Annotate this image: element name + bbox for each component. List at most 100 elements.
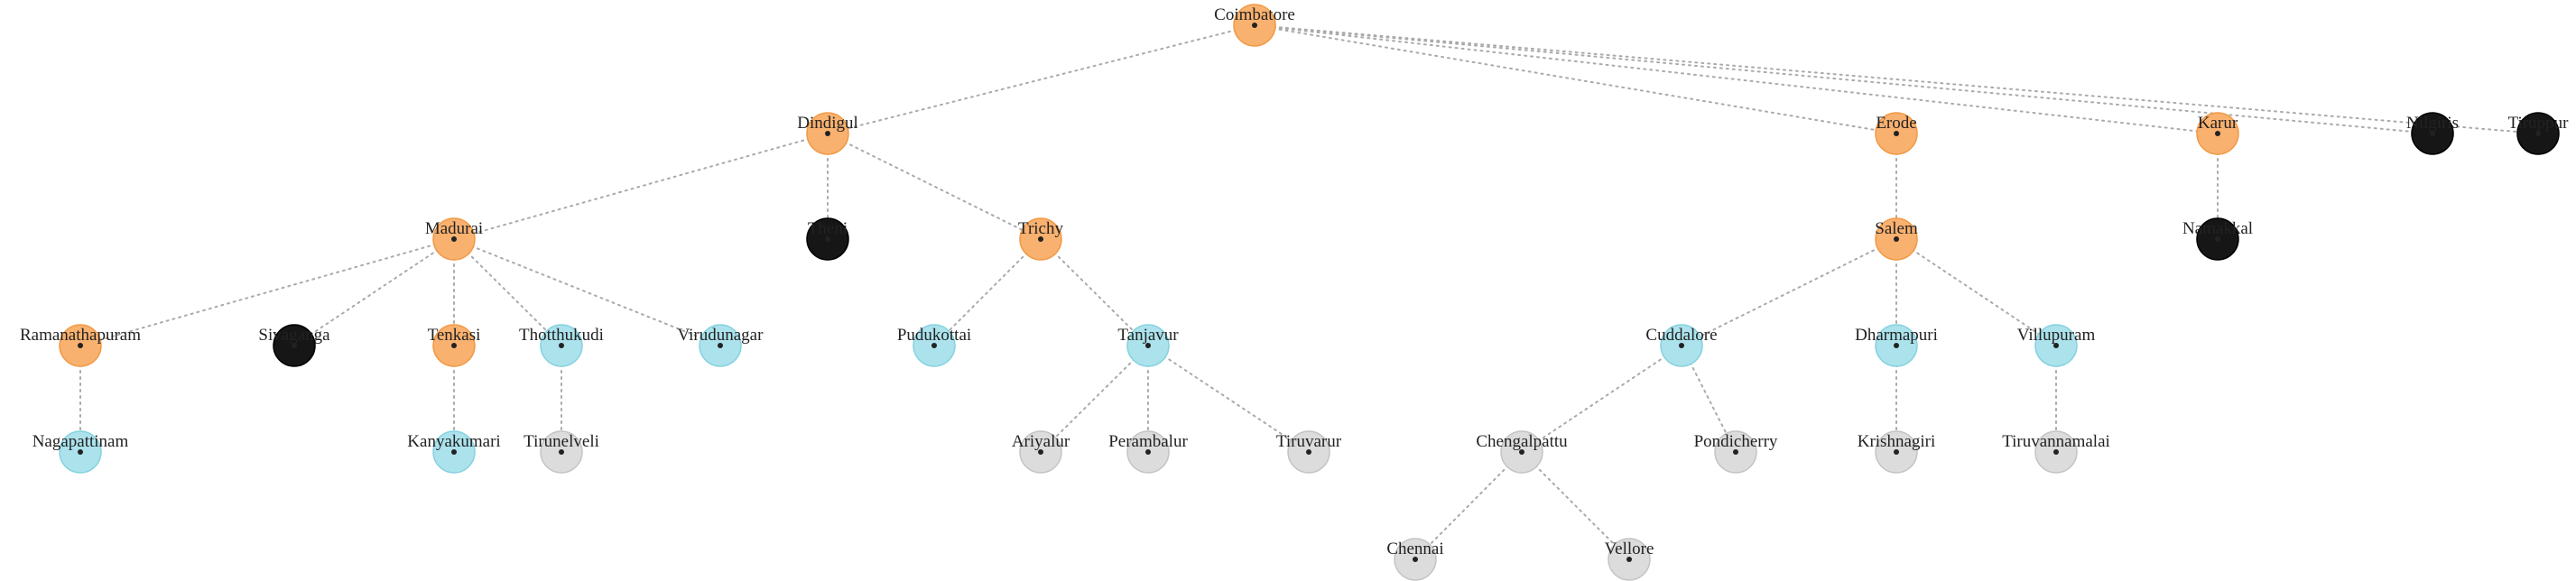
node-label-coimbatore: Coimbatore — [1214, 5, 1295, 24]
node-label-dharmapuri: Dharmapuri — [1855, 326, 1938, 345]
node-dot-madurai — [451, 236, 457, 242]
node-villupuram: Villupuram — [2017, 324, 2096, 367]
node-label-pudukottai: Pudukottai — [897, 326, 971, 345]
node-dot-virudunagar — [718, 343, 723, 348]
node-dot-perambalur — [1145, 449, 1151, 455]
node-coimbatore: Coimbatore — [1214, 4, 1295, 47]
node-label-tiruvannamalai: Tiruvannamalai — [2002, 432, 2110, 451]
node-vellore: Vellore — [1605, 538, 1654, 581]
node-tenkasi: Tenkasi — [428, 324, 481, 367]
node-label-madurai: Madurai — [425, 219, 483, 238]
node-label-villupuram: Villupuram — [2017, 326, 2096, 345]
node-dot-karur — [2215, 131, 2220, 136]
edge-madurai-thoothukudi — [453, 238, 562, 346]
edge-cuddalore-chengalpattu — [1521, 345, 1682, 453]
node-dot-chennai — [1413, 557, 1418, 562]
node-label-tenkasi: Tenkasi — [428, 326, 481, 345]
node-tanjavur: Tanjavur — [1117, 324, 1179, 367]
node-dot-villupuram — [2053, 343, 2059, 348]
edge-chengalpattu-vellore — [1521, 451, 1630, 560]
node-namakkal: Namakkal — [2182, 217, 2253, 261]
node-label-nilgiris: Nilgiris — [2406, 114, 2459, 133]
edge-trichy-tanjavur — [1040, 238, 1149, 346]
edge-salem-villupuram — [1895, 238, 2057, 346]
node-label-namakkal: Namakkal — [2182, 219, 2253, 238]
node-dindigul: Dindigul — [797, 112, 858, 155]
edge-trichy-pudukottai — [933, 238, 1042, 346]
node-kanyakumari: Kanyakumari — [407, 430, 501, 474]
edge-madurai-sivaganga — [293, 238, 455, 346]
node-dot-tiruppur — [2535, 131, 2541, 136]
node-dot-sivaganga — [292, 343, 297, 348]
node-ramanathapuram: Ramanathapuram — [20, 324, 141, 367]
edges-layer — [79, 24, 2539, 560]
node-karur: Karur — [2196, 112, 2239, 155]
edge-coimbatore-nilgiris — [1254, 24, 2433, 134]
node-dot-dindigul — [825, 131, 830, 136]
node-label-trichy: Trichy — [1018, 219, 1063, 238]
node-dot-salem — [1894, 236, 1899, 242]
node-dot-erode — [1894, 131, 1899, 136]
edge-coimbatore-dindigul — [827, 24, 1256, 134]
node-dharmapuri: Dharmapuri — [1855, 324, 1938, 367]
node-dot-chengalpattu — [1519, 449, 1524, 455]
node-dot-nagapattinam — [78, 449, 83, 455]
node-tiruppur: Tiruppur — [2508, 112, 2570, 155]
node-dot-dharmapuri — [1894, 343, 1899, 348]
node-label-vellore: Vellore — [1605, 540, 1654, 558]
node-pondicherry: Pondicherry — [1694, 430, 1778, 474]
node-dot-ramanathapuram — [78, 343, 83, 348]
edge-coimbatore-erode — [1254, 24, 1897, 134]
node-label-tanjavur: Tanjavur — [1117, 326, 1179, 345]
node-label-tiruvarur: Tiruvarur — [1276, 432, 1342, 451]
edge-tanjavur-ariyalur — [1040, 345, 1149, 453]
node-thoothukudi: Thotthukudi — [519, 324, 604, 367]
node-salem: Salem — [1875, 217, 1918, 261]
node-dot-vellore — [1626, 557, 1632, 562]
node-label-dindigul: Dindigul — [797, 114, 858, 133]
node-chennai: Chennai — [1386, 538, 1444, 581]
node-label-tirunelveli: Tirunelveli — [524, 432, 599, 451]
node-label-thoothukudi: Thotthukudi — [519, 326, 604, 345]
node-dot-coimbatore — [1252, 23, 1257, 28]
node-label-perambalur: Perambalur — [1108, 432, 1188, 451]
node-dot-cuddalore — [1679, 343, 1684, 348]
node-virudunagar: Virudunagar — [678, 324, 764, 367]
node-label-kanyakumari: Kanyakumari — [407, 432, 500, 451]
node-dot-krishnagiri — [1894, 449, 1899, 455]
node-dot-tirunelveli — [559, 449, 564, 455]
node-nilgiris: Nilgiris — [2406, 112, 2459, 155]
node-label-sivaganga: Sivaganga — [258, 326, 330, 345]
node-perambalur: Perambalur — [1108, 430, 1188, 474]
node-sivaganga: Sivaganga — [258, 324, 330, 367]
node-theni: Theni — [806, 217, 849, 261]
node-dot-tanjavur — [1145, 343, 1151, 348]
node-label-erode: Erode — [1876, 114, 1916, 133]
node-dot-pudukottai — [931, 343, 937, 348]
node-dot-tenkasi — [451, 343, 457, 348]
node-label-tiruppur: Tiruppur — [2508, 114, 2570, 133]
node-erode: Erode — [1875, 112, 1918, 155]
node-tiruvarur: Tiruvarur — [1276, 430, 1342, 474]
edge-dindigul-madurai — [453, 133, 829, 240]
node-pudukottai: Pudukottai — [897, 324, 971, 367]
node-dot-namakkal — [2215, 236, 2220, 242]
node-label-theni: Theni — [808, 219, 848, 238]
node-dot-tiruvannamalai — [2053, 449, 2059, 455]
node-label-pondicherry: Pondicherry — [1694, 432, 1778, 451]
node-label-cuddalore: Cuddalore — [1645, 326, 1717, 345]
node-tiruvannamalai: Tiruvannamalai — [2002, 430, 2110, 474]
node-tirunelveli: Tirunelveli — [524, 430, 599, 474]
node-dot-trichy — [1038, 236, 1043, 242]
node-label-nagapattinam: Nagapattinam — [32, 432, 129, 451]
node-dot-pondicherry — [1733, 449, 1738, 455]
edge-dindigul-trichy — [827, 133, 1042, 240]
edge-coimbatore-tiruppur — [1254, 24, 2539, 134]
node-label-krishnagiri: Krishnagiri — [1858, 432, 1936, 451]
node-label-ramanathapuram: Ramanathapuram — [20, 326, 141, 345]
node-dot-ariyalur — [1038, 449, 1043, 455]
node-krishnagiri: Krishnagiri — [1858, 430, 1936, 474]
node-dot-nilgiris — [2430, 131, 2435, 136]
